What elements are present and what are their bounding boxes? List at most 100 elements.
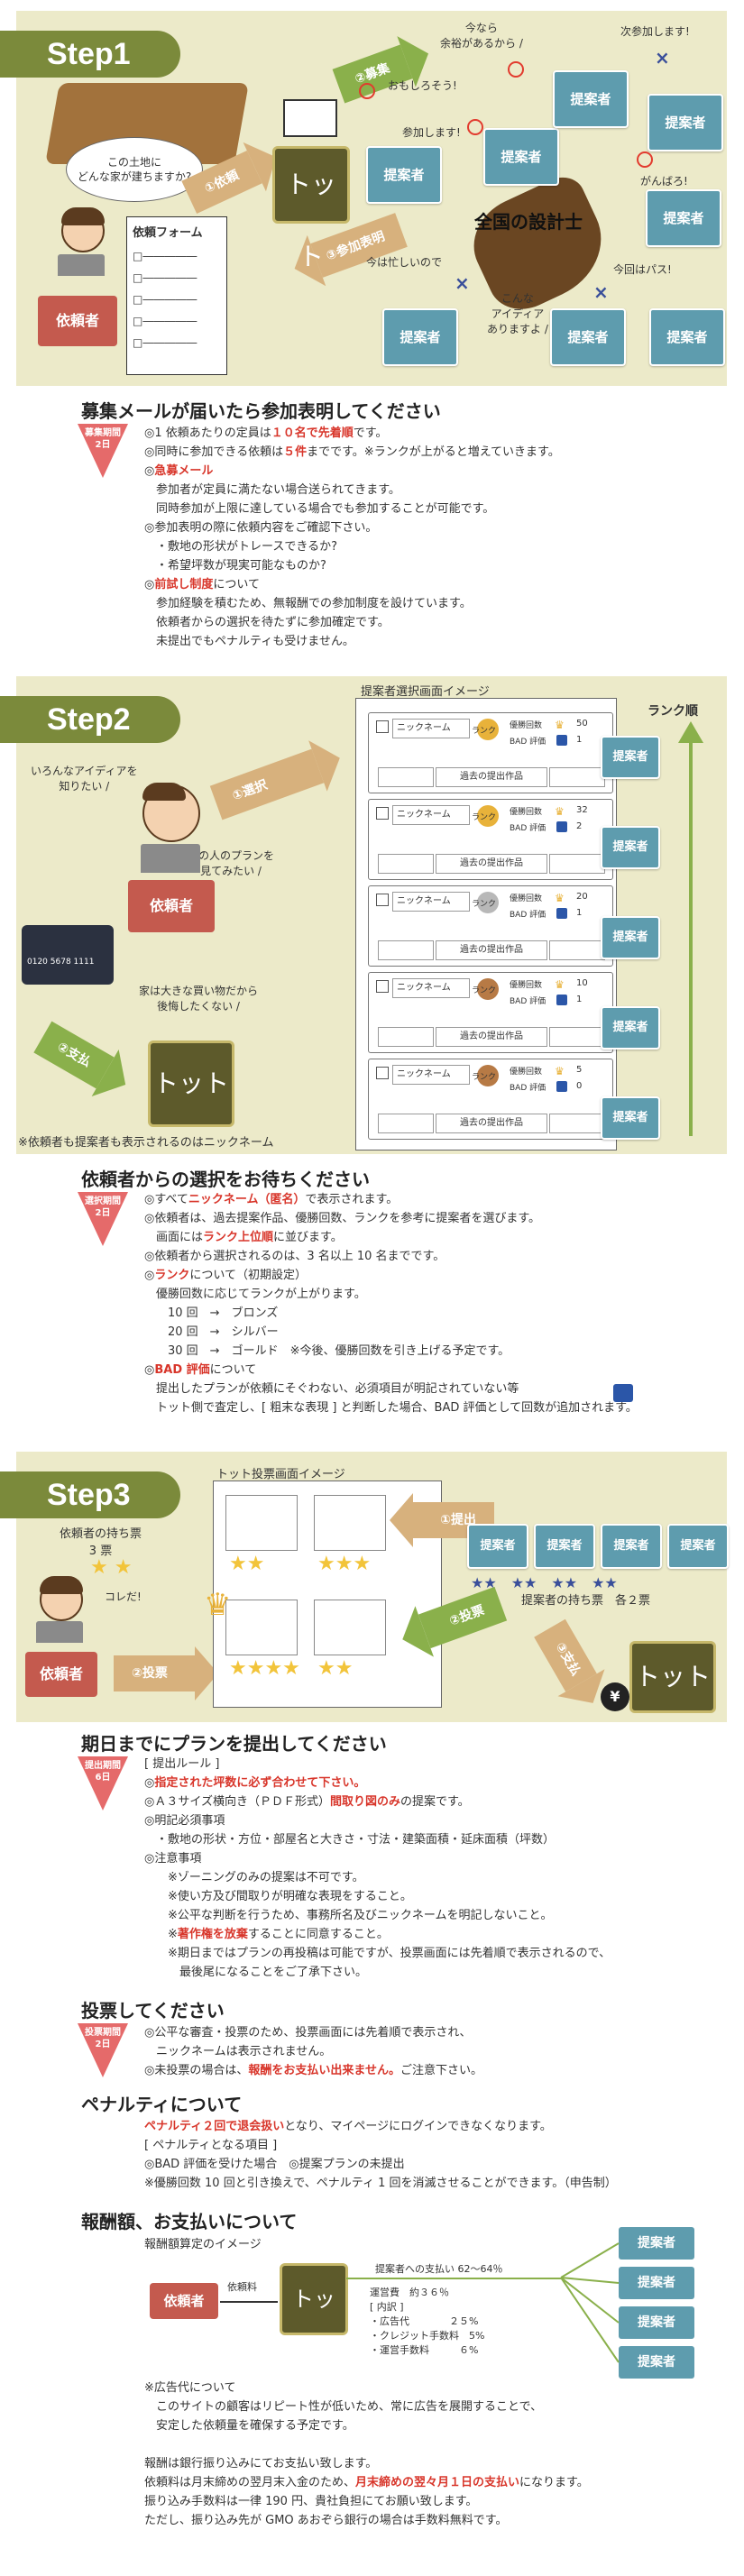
past-thumb[interactable]: 過去の提出作品 (436, 1027, 547, 1047)
period-badge-label: 投票期間 (85, 2028, 121, 2038)
past-thumb[interactable] (378, 1027, 434, 1047)
past-works-label: 過去の提出作品 (460, 858, 523, 868)
ok-mark (508, 61, 524, 78)
proposer-box: 提案者 (382, 308, 458, 366)
text-line: ◎ランクについて（初期設定） (144, 1266, 721, 1285)
yen-coin-icon: ¥ (601, 1682, 629, 1711)
text-line: ◎BAD 評価について (144, 1361, 721, 1380)
trophy-icon: ♛ (555, 978, 565, 991)
plan-thumbnail (225, 1600, 298, 1655)
ng-mark: × (655, 47, 670, 69)
form-line: □――――― (133, 293, 197, 306)
checkbox[interactable] (376, 807, 389, 820)
body-text: の提案です。 (400, 1795, 470, 1809)
past-thumb[interactable] (549, 854, 605, 874)
text-line: ◎Ａ３サイズ横向き（ＰＤＦ形式）間取り図のみの提案です。 (144, 1792, 721, 1811)
past-thumb[interactable]: 過去の提出作品 (436, 1114, 547, 1133)
nickname: ニックネーム (397, 810, 451, 820)
past-thumb[interactable]: 過去の提出作品 (436, 940, 547, 960)
sec3-body: [ 提出ルール ]◎指定された坪数に必ず合わせて下さい。◎Ａ３サイズ横向き（ＰＤ… (144, 1755, 721, 1982)
text-line: 依頼者からの選択を待たずに参加確定です。 (144, 613, 721, 632)
text-line: 未提出でもペナルティも受けません。 (144, 632, 721, 651)
trophy-icon: ♛ (555, 719, 565, 731)
text-line: このサイトの顧客はリピート性が低いため、常に広告を展開することで、 (144, 2397, 721, 2416)
period-badge-label: 募集期間 (85, 428, 121, 438)
past-thumb[interactable] (378, 940, 434, 960)
body-text: [ ペナルティとなる項目 ] (144, 2139, 278, 2152)
plan-thumbnail (225, 1495, 298, 1551)
step1-panel: Step1 この土地に どんな家が建ちますか? 依頼者 依頼フォーム □――――… (0, 11, 727, 386)
wins-count: 10 (576, 978, 588, 988)
client-avatar (61, 207, 105, 252)
text-line: ※公平な判断を行うため、事務所名及びニックネームを明記しないこと。 (144, 1906, 721, 1925)
bad-count: 0 (576, 1081, 583, 1091)
highlight-text: １０名で先着順 (271, 426, 354, 440)
ops-item: ・運営手数料 ６% (370, 2344, 479, 2356)
past-thumb[interactable] (549, 1114, 605, 1133)
body-text: 画面には (144, 1231, 204, 1244)
star-icons: ★★★ (317, 1553, 372, 1575)
text-line: ・敷地の形状・方位・部屋名と大きさ・寸法・建築面積・延床面積（坪数） (144, 1830, 721, 1849)
checkbox[interactable] (376, 980, 389, 993)
text-line: ・敷地の形状がトレースできるか? (144, 537, 721, 556)
period-badge-days: 6日 (95, 1773, 111, 1783)
past-thumb[interactable]: 過去の提出作品 (436, 854, 547, 874)
form-line: □――――― (133, 271, 197, 284)
client-votes: 依頼者の持ち票 3 票 (60, 1527, 142, 1558)
select-arrow: ①選択 (209, 748, 325, 820)
text-line: ◎公平な審査・投票のため、投票画面には先着順で表示され、 (144, 2023, 721, 2042)
idea-bubble: いろんなアイディアを 知りたい / (31, 765, 138, 793)
text-line: 同時参加が上限に達している場合でも参加することが可能です。 (144, 500, 721, 518)
body-text: 参加者が定員に満たない場合送られてきます。 (144, 483, 400, 497)
laptop-icon (141, 844, 200, 873)
bad-count: 1 (576, 995, 583, 1004)
highlight-text: ５件 (283, 445, 308, 459)
thumbs-down-icon (556, 821, 567, 832)
screen-title: 提案者選択画面イメージ (361, 685, 490, 699)
past-works-label: 過去の提出作品 (460, 1031, 523, 1041)
period-badge (78, 1756, 128, 1811)
past-thumb[interactable] (378, 767, 434, 787)
period-badge-label: 提出期間 (85, 1761, 121, 1771)
text-line: 参加者が定員に満たない場合送られてきます。 (144, 481, 721, 500)
highlight-text: 前試し制度 (154, 578, 214, 591)
past-thumb[interactable] (549, 767, 605, 787)
text-line: ※広告代について (144, 2379, 721, 2397)
checkbox[interactable] (376, 720, 389, 733)
body-text: ※公平な判断を行うため、事務所名及びニックネームを明記しないこと。 (144, 1909, 553, 1922)
past-thumb[interactable] (549, 940, 605, 960)
japan-label: 全国の設計士 (474, 211, 583, 233)
plan-thumbnail (314, 1600, 386, 1655)
footnote: ※依頼者も提案者も表示されるのはニックネーム (18, 1136, 274, 1150)
nickname: ニックネーム (397, 1069, 451, 1079)
plan-thumbnail (314, 1495, 386, 1551)
body-text: です。 (353, 426, 388, 440)
past-thumb[interactable] (549, 1027, 605, 1047)
sec6-body: ※広告代について このサイトの顧客はリピート性が低いため、常に広告を展開すること… (144, 2379, 721, 2530)
body-text: 優勝回数に応じてランクが上がります。 (144, 1288, 366, 1301)
fee-line (220, 2301, 278, 2303)
checkbox[interactable] (376, 894, 389, 906)
rank-label: ランク (472, 986, 497, 995)
text-line: 優勝回数に応じてランクが上がります。 (144, 1285, 721, 1304)
body-text: ◎公平な審査・投票のため、投票画面には先着順で表示され、 (144, 2026, 472, 2040)
past-thumb[interactable] (378, 1114, 434, 1133)
body-text: 参加経験を積むため、無報酬での参加制度を設けています。 (144, 597, 472, 610)
past-works: 過去の提出作品 (378, 854, 605, 874)
thumbs-down-icon (556, 908, 567, 919)
checkbox[interactable] (376, 1067, 389, 1079)
proposer-box: 提案者 (619, 2306, 694, 2339)
body-text: トット側で査定し、[ 粗末な表現 ] と判断した場合、BAD 評価として回数が追… (144, 1401, 638, 1415)
past-thumb[interactable] (378, 854, 434, 874)
past-thumb[interactable]: 過去の提出作品 (436, 767, 547, 787)
body-text: 安定した依頼量を確保する予定です。 (144, 2419, 354, 2433)
speech-text: 今回はパス! (613, 263, 672, 276)
card-number: 0120 5678 1111 (27, 958, 95, 967)
step2-panel: Step2 いろんなアイディアを 知りたい / この人のプランを 見てみたい /… (0, 676, 727, 1154)
vote-arrow-label: ②投票 (447, 1602, 487, 1629)
